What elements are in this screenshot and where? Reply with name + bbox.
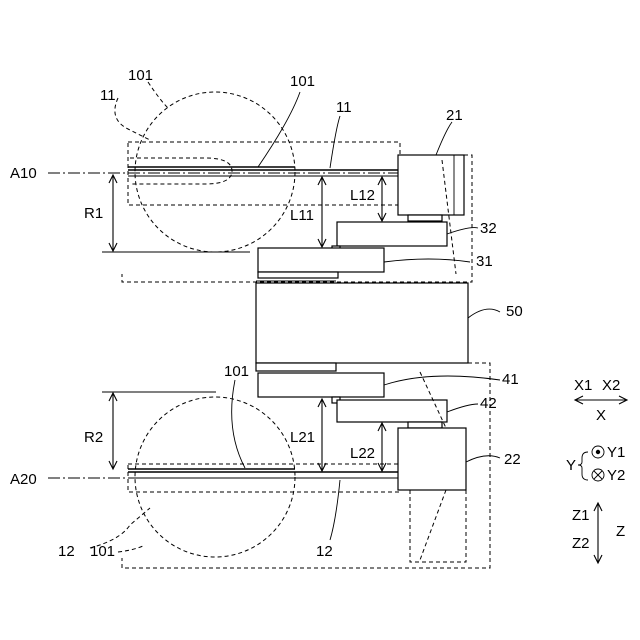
legend-x: X: [596, 407, 606, 424]
frame-dashed-lower-inner: [410, 490, 466, 562]
label-12-left: 12: [58, 543, 75, 560]
label-101-top-b: 101: [290, 73, 315, 90]
legend-z2: Z2: [572, 535, 590, 552]
disc-circle-top: [135, 92, 295, 252]
legend-z: Z: [616, 523, 625, 540]
legend-x2: X2: [602, 377, 620, 394]
leader-21: [436, 122, 452, 155]
label-50: 50: [506, 303, 523, 320]
legend-y-brace: [578, 452, 588, 480]
block-42-stem: [408, 422, 442, 428]
label-R2: R2: [84, 429, 103, 446]
label-L22: L22: [350, 445, 375, 462]
block-42: [337, 400, 447, 422]
leader-101-bottom: [118, 545, 145, 552]
leader-101-top-a: [148, 82, 168, 108]
block-21-stem: [408, 215, 442, 221]
label-L21: L21: [290, 429, 315, 446]
label-101-bottom: 101: [90, 543, 115, 560]
label-A10: A10: [10, 165, 37, 182]
block-50-bottom-strip: [256, 363, 336, 371]
leader-50: [468, 309, 500, 318]
label-31: 31: [476, 253, 493, 270]
legend-y2: Y2: [607, 467, 625, 484]
label-42: 42: [480, 395, 497, 412]
label-L12: L12: [350, 187, 375, 204]
leader-31: [384, 259, 470, 262]
label-32: 32: [480, 220, 497, 237]
block-32: [337, 222, 447, 246]
frame-dashed-diag-lower-b: [420, 490, 446, 560]
leader-22: [466, 456, 500, 462]
label-21: 21: [446, 107, 463, 124]
leader-12-bottom: [330, 480, 340, 540]
label-12-bottom: 12: [316, 543, 333, 560]
block-31: [258, 248, 384, 272]
leader-41: [384, 376, 500, 385]
leader-42: [447, 404, 478, 412]
label-101-top-a: 101: [128, 67, 153, 84]
outline-11-inner: [130, 158, 232, 184]
label-R1: R1: [84, 205, 103, 222]
label-L11: L11: [290, 207, 314, 224]
legend-y1: Y1: [607, 444, 625, 461]
label-22: 22: [504, 451, 521, 468]
block-50: [256, 283, 468, 363]
label-11-top-left: 11: [100, 87, 116, 104]
leader-12-left: [90, 508, 150, 548]
legend-y1-dot: [596, 450, 600, 454]
legend-z1: Z1: [572, 507, 590, 524]
label-11-top-right: 11: [336, 99, 352, 116]
block-31-base: [258, 272, 338, 278]
leader-32: [447, 228, 478, 234]
block-41: [258, 373, 384, 397]
legend-y: Y: [566, 457, 576, 474]
label-101-mid: 101: [224, 363, 249, 380]
leader-101-mid: [232, 380, 245, 468]
label-41: 41: [502, 371, 519, 388]
label-A20: A20: [10, 471, 37, 488]
disc-circle-bottom: [135, 397, 295, 557]
legend-x1: X1: [574, 377, 592, 394]
block-22: [398, 428, 466, 490]
